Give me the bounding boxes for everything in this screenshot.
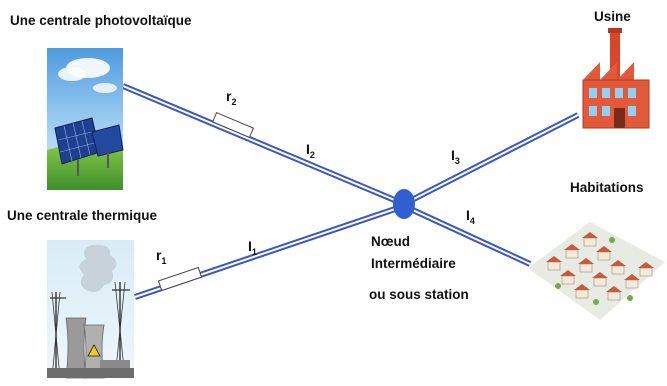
- symbol-r1: r1: [156, 247, 167, 266]
- factory-label: Usine: [594, 9, 631, 24]
- line-node-to-housing: [402, 203, 532, 267]
- line-node-to-factory: [402, 112, 580, 207]
- thermal-plant-label: Une centrale thermique: [7, 208, 158, 223]
- solar-panel-icon: [47, 48, 124, 190]
- housing-label: Habitations: [570, 180, 644, 195]
- symbol-i4: I4: [466, 207, 475, 226]
- symbol-i1: I1: [248, 238, 257, 257]
- line-pv-to-node: [121, 83, 406, 207]
- resistor-r1: [157, 266, 203, 292]
- factory-icon: [582, 28, 650, 129]
- pv-plant-label: Une centrale photovoltaïque: [10, 13, 192, 28]
- substation-node: [393, 189, 415, 219]
- houses-icon: [528, 222, 665, 320]
- node-label-line2: Intermédiaire: [371, 256, 456, 271]
- node-label-line3: ou sous station: [369, 287, 469, 302]
- symbol-r2: r2: [226, 88, 237, 107]
- symbol-i3: I3: [451, 147, 460, 166]
- resistor-r2: [211, 111, 255, 139]
- node-label-line1: Nœud: [371, 234, 410, 249]
- power-plant-icon: [47, 240, 134, 379]
- symbol-i2: I2: [306, 141, 315, 160]
